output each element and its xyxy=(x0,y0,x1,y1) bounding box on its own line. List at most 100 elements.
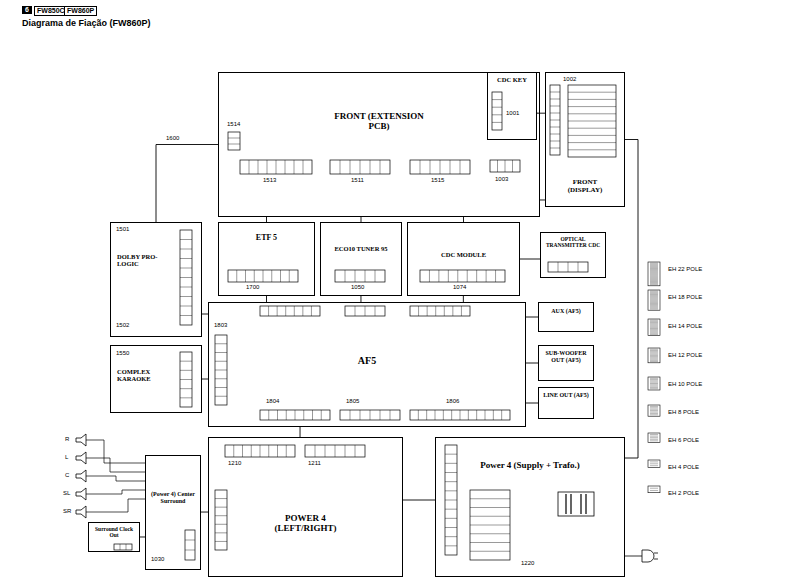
pin-divider xyxy=(650,351,658,352)
pin-divider xyxy=(286,445,287,457)
connector-block xyxy=(445,445,457,555)
part-number: EH 8 POLE xyxy=(667,409,700,416)
part-number: 1700 xyxy=(245,284,260,291)
pin-divider xyxy=(277,306,278,316)
pin-divider xyxy=(467,270,468,282)
module-label: ETF 5 xyxy=(256,233,277,242)
pin-divider xyxy=(303,160,304,174)
pin-divider xyxy=(568,106,616,107)
connector-block xyxy=(225,445,295,457)
pin-divider xyxy=(650,412,658,413)
speaker-wire xyxy=(86,458,145,472)
pin-divider xyxy=(370,410,371,420)
pin-divider xyxy=(180,268,192,269)
part-number: 1515 xyxy=(430,177,445,184)
connector-block xyxy=(492,92,502,130)
connector-block xyxy=(228,270,298,282)
pin-divider xyxy=(242,445,243,457)
pin-divider xyxy=(429,270,430,282)
connector-housing xyxy=(410,306,470,316)
pin-divider xyxy=(350,160,351,174)
pin-divider xyxy=(126,544,127,550)
part-number: EH 6 POLE xyxy=(667,437,700,444)
connector-housing xyxy=(345,306,385,316)
speaker-symbol xyxy=(76,452,86,464)
pin-divider xyxy=(180,397,192,398)
connector-housing xyxy=(410,410,510,420)
connector-block xyxy=(410,410,510,420)
pin-divider xyxy=(350,410,351,420)
connector-housing xyxy=(330,160,390,174)
pin-divider xyxy=(550,148,560,149)
pin-divider xyxy=(650,383,658,384)
pin-divider xyxy=(180,258,192,259)
wire-harness xyxy=(520,259,540,260)
wire-harness xyxy=(403,500,435,501)
pin-divider xyxy=(650,463,658,464)
pin-divider xyxy=(650,301,658,302)
module-box: FRONT (EXTENSION PCB)CDC KEY xyxy=(218,72,540,217)
part-number: 1806 xyxy=(445,398,460,405)
connector-block xyxy=(215,490,227,550)
speaker-symbol xyxy=(76,434,86,446)
connector-icon xyxy=(648,262,660,286)
pin-divider xyxy=(271,270,272,282)
module-box: SUB-WOOFER OUT (AF5) xyxy=(538,345,594,381)
pin-divider xyxy=(650,360,658,361)
module-label: LINE OUT (AF5) xyxy=(543,392,589,399)
pin-divider xyxy=(568,149,616,150)
pin-divider xyxy=(457,270,458,282)
pin-divider xyxy=(558,262,559,272)
pin-divider xyxy=(650,306,658,307)
pin-divider xyxy=(650,295,658,296)
part-number: 1210 xyxy=(227,460,242,467)
module-label: OPTICAL TRANSMITTER CDC xyxy=(544,236,602,249)
connector-housing xyxy=(335,270,385,282)
pin-divider xyxy=(650,272,658,273)
pin-divider xyxy=(650,382,658,383)
pin-divider xyxy=(280,270,281,282)
pin-divider xyxy=(650,321,658,322)
pin-divider xyxy=(650,326,658,327)
module-label: CDC MODULE xyxy=(441,251,486,258)
connector-block xyxy=(345,306,385,316)
connector-housing xyxy=(260,306,320,316)
pin-divider xyxy=(550,134,560,135)
pin-divider xyxy=(430,160,431,174)
pin-divider xyxy=(215,515,227,516)
pin-divider xyxy=(650,280,658,281)
pin-divider xyxy=(650,357,658,358)
pin-divider xyxy=(650,384,658,385)
wire-harness xyxy=(526,317,538,318)
pin-divider xyxy=(185,540,195,541)
pin-divider xyxy=(650,379,658,380)
module-box: AUX (AF5) xyxy=(538,302,594,332)
pin-divider xyxy=(215,387,227,388)
transformer-core xyxy=(566,494,586,514)
pin-divider xyxy=(370,160,371,174)
pin-divider xyxy=(650,307,658,308)
module-box: AF5 xyxy=(208,302,526,427)
speaker-symbol xyxy=(76,488,86,500)
pin-divider xyxy=(268,306,269,316)
module-box: Power 4 (Supply + Trafo.) xyxy=(435,437,625,577)
pin-divider xyxy=(650,356,658,357)
pin-divider xyxy=(650,327,658,328)
pin-divider xyxy=(303,410,304,420)
connector-housing xyxy=(180,230,192,325)
pin-divider xyxy=(650,349,658,350)
connector-housing xyxy=(548,262,588,272)
pin-divider xyxy=(650,278,658,279)
pin-divider xyxy=(258,160,259,174)
part-number: EH 18 POLE xyxy=(667,294,703,301)
module-label: SUB-WOOFER OUT (AF5) xyxy=(542,350,590,364)
pin-divider xyxy=(650,437,658,438)
pin-divider xyxy=(360,410,361,420)
module-label: (Power 4) Center Surround xyxy=(149,491,197,505)
pin-divider xyxy=(360,160,361,174)
part-number: EH 12 POLE xyxy=(667,352,703,359)
pin-divider xyxy=(650,302,658,303)
pin-divider xyxy=(445,500,457,501)
pin-divider xyxy=(650,334,658,335)
pin-divider xyxy=(460,410,461,420)
